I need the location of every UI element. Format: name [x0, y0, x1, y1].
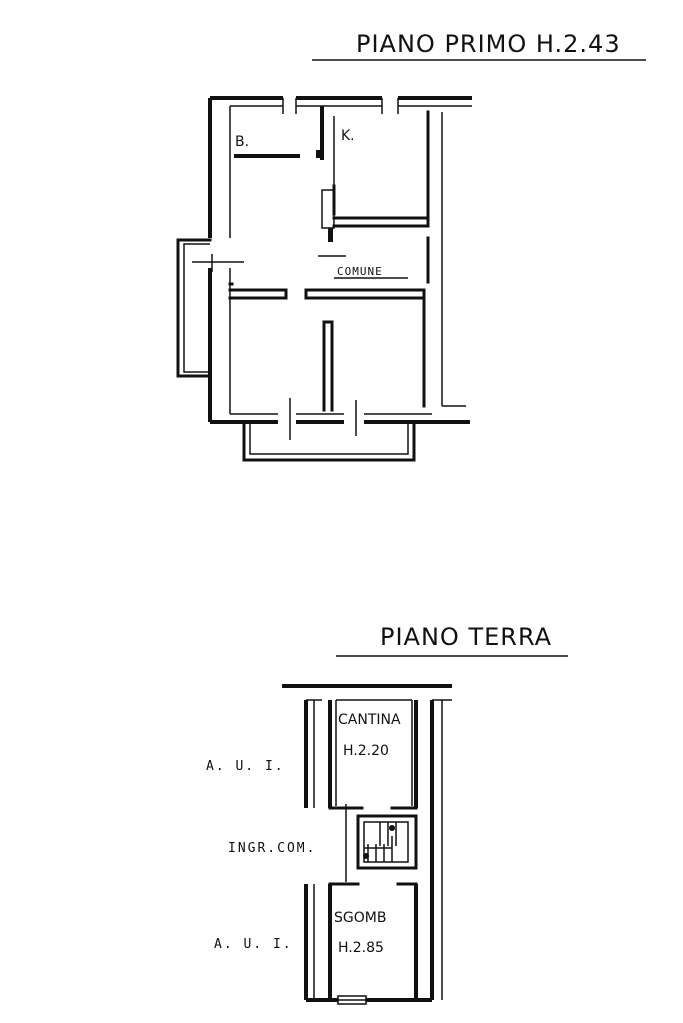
ground-walls [282, 684, 452, 1005]
room-label-kitchen: K. [341, 128, 355, 144]
room-label-cellar: CANTINA [338, 712, 401, 728]
upper-door-marks [192, 150, 357, 440]
upper-interior-walls [228, 106, 466, 412]
upper-floor-title: PIANO PRIMO H.2.43 [356, 30, 621, 58]
room-height-cellar: H.2.20 [343, 743, 389, 759]
upper-floor-plan: PIANO PRIMO H.2.43 [176, 30, 646, 462]
upper-outer-walls [208, 96, 472, 424]
label-common-entrance: INGR.COM. [228, 841, 316, 856]
room-label-common: COMUNE [337, 265, 383, 278]
room-label-storage: SGOMB [334, 910, 386, 926]
room-height-storage: H.2.85 [338, 940, 384, 956]
label-neighbor-upper: A. U. I. [206, 759, 285, 774]
room-label-bathroom: B. [235, 134, 249, 150]
label-neighbor-lower: A. U. I. [214, 937, 293, 952]
ground-floor-plan: PIANO TERRA [206, 623, 568, 1005]
ground-floor-title: PIANO TERRA [380, 623, 552, 651]
upper-balconies [176, 238, 416, 462]
